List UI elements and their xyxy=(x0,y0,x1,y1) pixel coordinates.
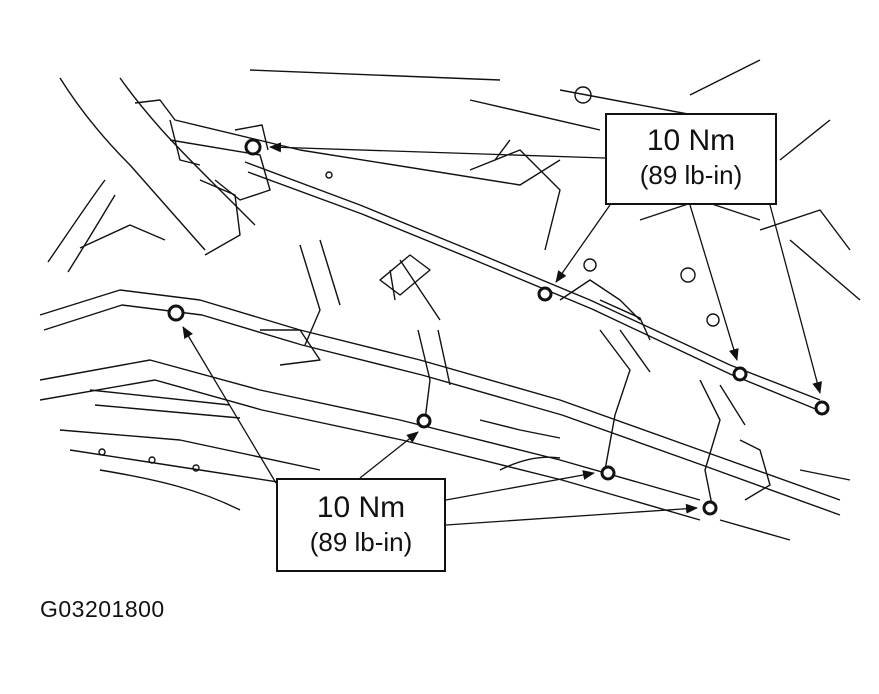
fastener-upper-far-right xyxy=(814,400,830,416)
leader-arrows xyxy=(182,142,823,526)
arrow-bottom-to-lower-mid xyxy=(359,431,419,479)
arrow-top-to-upper-far-right xyxy=(769,204,823,394)
fastener-points xyxy=(167,138,830,516)
fastener-lower-far-right xyxy=(702,500,718,516)
fastener-lower-right xyxy=(600,465,616,481)
fastener-lower-mid xyxy=(416,413,432,429)
torque-metric-label: 10 Nm xyxy=(316,491,406,524)
torque-imperial-label: (89 lb-in) xyxy=(639,160,743,190)
frame-holes xyxy=(98,86,720,472)
arrow-bottom-to-lower-left xyxy=(182,326,277,484)
fastener-upper-mid xyxy=(537,286,553,302)
arrow-top-to-upper-mid xyxy=(555,204,611,283)
chassis-frame-outline xyxy=(39,59,861,541)
torque-imperial-label: (89 lb-in) xyxy=(309,527,413,557)
torque-callout-top: 10 Nm (89 lb-in) xyxy=(605,113,777,205)
arrow-top-to-upper-right xyxy=(689,204,739,361)
arrow-bottom-to-lower-far-right xyxy=(445,503,698,526)
fastener-lower-left xyxy=(167,304,185,322)
fastener-upper-right xyxy=(732,366,748,382)
arrow-top-to-upper-left xyxy=(269,142,606,159)
fastener-upper-left xyxy=(244,138,262,156)
torque-metric-label: 10 Nm xyxy=(646,124,736,157)
arrow-bottom-to-lower-right xyxy=(445,470,595,501)
figure-id-label: G03201800 xyxy=(40,596,165,622)
torque-callout-bottom: 10 Nm (89 lb-in) xyxy=(276,478,446,572)
